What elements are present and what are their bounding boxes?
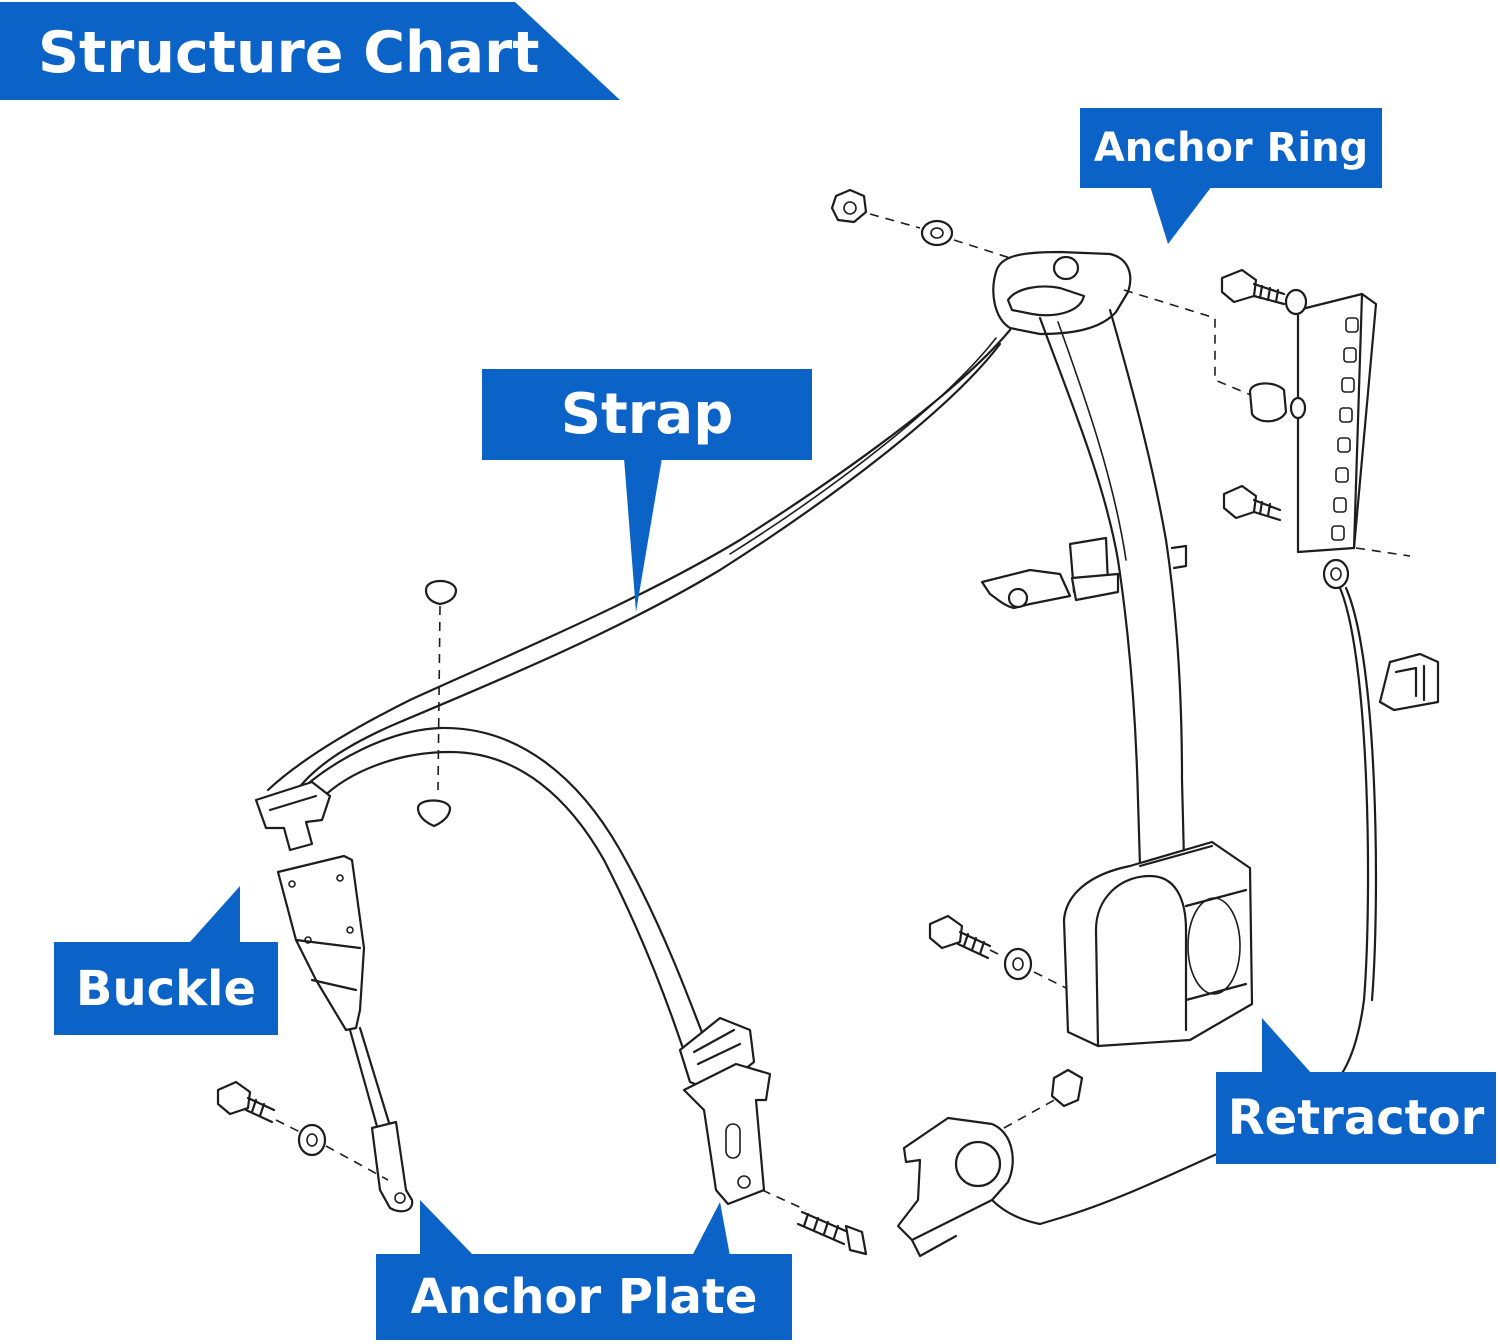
shoulder-strap: [266, 328, 1012, 802]
top-nut: [830, 188, 868, 224]
buckle-tongue: [254, 780, 332, 852]
buckle-bolt: [216, 1080, 276, 1124]
label-retractor: Retractor: [1216, 1072, 1496, 1164]
anchor-ring: [992, 250, 1132, 336]
guide-bracket: [980, 536, 1188, 610]
page-title: Structure Chart: [38, 20, 540, 86]
top-washer: [920, 219, 954, 247]
rail-bolt-top: [1220, 268, 1308, 316]
lap-strap: [288, 726, 722, 1082]
lower-bracket: [896, 1116, 1014, 1258]
anchor-plate-center: [682, 1062, 772, 1206]
label-anchor-plate: Anchor Plate: [376, 1254, 792, 1340]
bracket-clip: [1050, 1068, 1084, 1108]
label-anchor-ring: Anchor Ring: [1080, 108, 1382, 188]
title-banner-shape: [0, 2, 620, 100]
center-pin: [416, 579, 458, 828]
retractor-bolt: [928, 914, 992, 960]
anchor-bolt-center: [796, 1210, 868, 1256]
label-strap: Strap: [482, 369, 812, 460]
rail-spacer: [1248, 382, 1307, 423]
rail-bolt-lower: [1222, 484, 1282, 522]
buckle-stalk: [348, 1026, 414, 1213]
buckle-washer: [297, 1123, 327, 1157]
height-adjuster-rail: [1296, 292, 1378, 554]
retractor-body: [1062, 840, 1254, 1048]
wall-clip: [1378, 652, 1440, 712]
retractor-washer: [1003, 947, 1033, 981]
rail-bottom-eye: [1322, 558, 1350, 590]
buckle-body: [276, 854, 366, 1032]
vertical-strap: [1038, 308, 1186, 868]
label-buckle: Buckle: [54, 942, 278, 1035]
